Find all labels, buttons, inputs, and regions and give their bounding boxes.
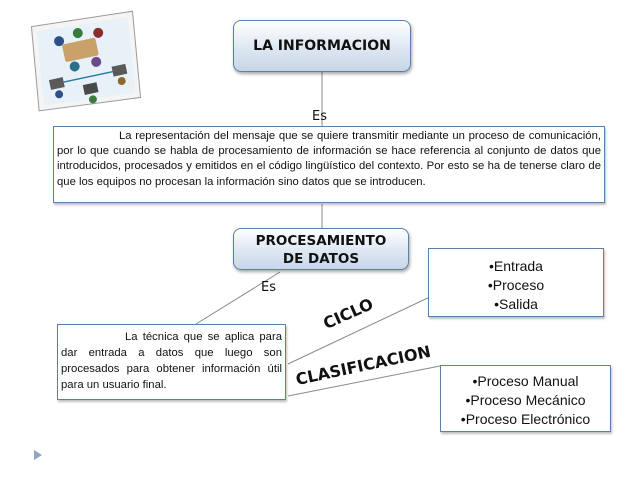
office-network-clipart	[17, 1, 155, 124]
node-la-informacion: LA INFORMACION	[233, 20, 411, 72]
ciclo-item-proceso: •Proceso	[487, 277, 545, 293]
clasificacion-item-mecanico: •Proceso Mecánico	[465, 392, 586, 408]
ciclo-item-entrada: •Entrada	[489, 258, 543, 274]
connector-clasificacion	[287, 365, 441, 397]
ciclo-list-box: •Entrada •Proceso •Salida	[428, 248, 604, 317]
clasificacion-item-manual: •Proceso Manual	[472, 373, 579, 389]
node-procesamiento-de-datos: PROCESAMIENTO DE DATOS	[233, 228, 409, 270]
connector-procesamiento-to-definition	[195, 271, 281, 325]
triangle-marker-icon	[34, 450, 42, 460]
node-procesamiento-label-line2: DE DATOS	[282, 251, 360, 267]
edge-label-es-mid: Es	[261, 280, 276, 295]
definition-informacion-text: La representación del mensaje que se qui…	[57, 130, 601, 188]
definition-procesamiento: La técnica que se aplica para dar entrad…	[57, 324, 286, 400]
node-la-informacion-label: LA INFORMACION	[253, 38, 391, 54]
ciclo-item-salida: •Salida	[494, 296, 538, 312]
clasificacion-item-electronico: •Proceso Electrónico	[460, 411, 591, 427]
edge-label-es-top: Es	[312, 109, 327, 124]
clasificacion-list-box: •Proceso Manual •Proceso Mecánico •Proce…	[440, 365, 611, 432]
node-procesamiento-label-line1: PROCESAMIENTO	[255, 233, 387, 249]
definition-procesamiento-text: La técnica que se aplica para dar entrad…	[61, 331, 282, 391]
definition-informacion: La representación del mensaje que se qui…	[53, 126, 605, 203]
connector-ciclo	[287, 295, 433, 365]
